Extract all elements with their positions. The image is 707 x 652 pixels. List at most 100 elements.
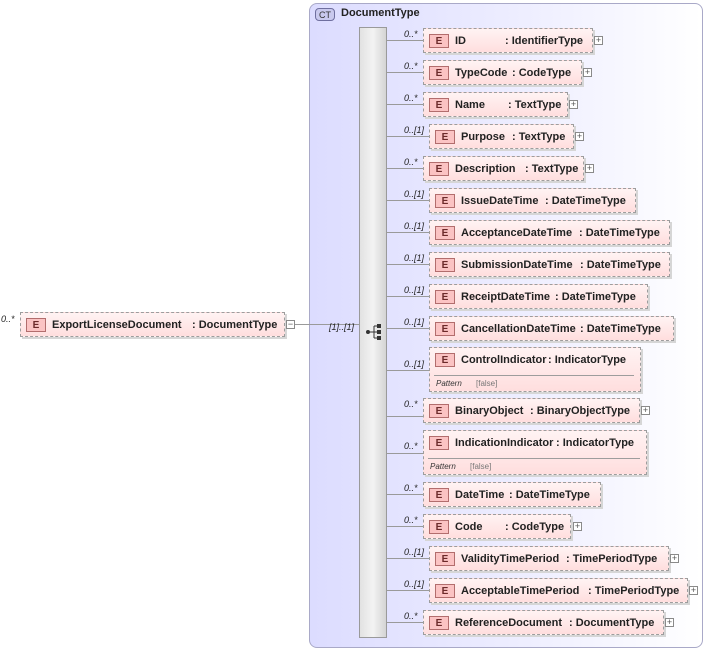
element-receiptdatetime[interactable]: E ReceiptDateTime : DateTimeType [429,284,648,309]
sequence-compositor-icon [366,324,381,340]
plus-icon[interactable]: + [689,585,698,595]
element-acceptabletimeperiod[interactable]: E AcceptableTimePeriod : TimePeriodType [429,578,688,603]
element-name: AcceptanceDateTime [461,227,573,239]
element-type: : TimePeriodType [588,585,680,597]
plus-icon[interactable]: + [583,67,592,77]
element-referencedocument[interactable]: E ReferenceDocument : DocumentType [423,610,664,635]
element-cardinality: 0..[1] [404,253,425,263]
plus-icon[interactable]: + [569,99,578,109]
element-badge: E [429,616,449,630]
child-connector [387,168,425,169]
facet-label: Pattern [430,462,456,471]
plus-icon[interactable]: + [573,521,582,531]
facet-separator [428,458,640,459]
element-name: AcceptableTimePeriod [461,585,580,597]
element-cardinality: 0..[1] [404,285,425,295]
element-name: Code [455,521,483,533]
element-indicationindicator[interactable]: E IndicationIndicator : IndicatorType Pa… [423,430,647,475]
element-controlindicator[interactable]: E ControlIndicator : IndicatorType Patte… [429,347,641,392]
element-type: : DateTimeType [580,323,661,335]
element-badge: E [429,162,449,176]
element-name: Name [455,99,485,111]
element-cardinality: 0..[1] [404,579,425,589]
element-type: : TextType [508,99,562,111]
child-connector [387,136,431,137]
minus-icon[interactable]: − [286,319,295,329]
child-connector [387,200,431,201]
child-connector [387,296,431,297]
element-cardinality: 0..* [404,515,418,525]
element-name-row[interactable]: E Name : TextType [423,92,568,117]
facet-value: [false] [470,462,492,471]
element-badge: E [429,520,449,534]
element-name: IndicationIndicator [455,437,554,449]
element-name: Description [455,163,516,175]
root-element[interactable]: E ExportLicenseDocument : DocumentType [20,312,285,337]
element-binaryobject[interactable]: E BinaryObject : BinaryObjectType [423,398,640,423]
element-purpose[interactable]: E Purpose : TextType [429,124,574,149]
element-type: : IndicatorType [556,437,635,449]
element-name: TypeCode [455,67,508,79]
element-badge: E [435,322,455,336]
element-typecode[interactable]: E TypeCode : CodeType [423,60,582,85]
element-name: IssueDateTime [461,195,539,207]
child-connector [387,328,431,329]
element-name: ReceiptDateTime [461,291,551,303]
element-type: : DateTimeType [555,291,636,303]
child-connector [387,622,425,623]
element-badge: E [429,404,449,418]
child-connector [387,370,431,371]
child-connector [387,558,431,559]
element-name: DateTime [455,489,505,501]
element-badge: E [429,66,449,80]
child-connector [387,232,431,233]
element-name: ValidityTimePeriod [461,553,560,565]
element-badge: E [435,226,455,240]
element-cardinality: 0..* [404,157,418,167]
facet-label: Pattern [436,379,462,388]
element-cardinality: 0..* [404,29,418,39]
element-type: : DateTimeType [579,227,660,239]
element-type: : IndicatorType [548,354,627,366]
element-cardinality: 0..[1] [404,125,425,135]
element-cardinality: 0..* [404,483,418,493]
element-type: : DocumentType [569,617,655,629]
complex-type-title: DocumentType [341,7,420,19]
element-validitytimeperiod[interactable]: E ValidityTimePeriod : TimePeriodType [429,546,669,571]
element-type: : DateTimeType [545,195,626,207]
child-connector [387,453,425,454]
plus-icon[interactable]: + [670,553,679,563]
child-connector [387,72,425,73]
plus-icon[interactable]: + [594,35,603,45]
element-name: Purpose [461,131,506,143]
element-type: : CodeType [512,67,572,79]
plus-icon[interactable]: + [641,405,650,415]
element-description[interactable]: E Description : TextType [423,156,584,181]
element-acceptancedatetime[interactable]: E AcceptanceDateTime : DateTimeType [429,220,670,245]
element-id[interactable]: E ID : IdentifierType [423,28,593,53]
element-code[interactable]: E Code : CodeType [423,514,571,539]
child-connector [387,40,425,41]
child-connector [387,264,431,265]
plus-icon[interactable]: + [585,163,594,173]
element-name: ExportLicenseDocument [52,319,182,331]
element-type: : TimePeriodType [566,553,658,565]
plus-icon[interactable]: + [575,131,584,141]
element-submissiondatetime[interactable]: E SubmissionDateTime : DateTimeType [429,252,670,277]
element-cardinality: 0..* [404,61,418,71]
element-badge: E [429,488,449,502]
child-connector [387,104,425,105]
element-issuedatetime[interactable]: E IssueDateTime : DateTimeType [429,188,636,213]
plus-icon[interactable]: + [665,617,674,627]
element-cardinality: 0..[1] [404,547,425,557]
element-datetime[interactable]: E DateTime : DateTimeType [423,482,601,507]
element-cancellationdatetime[interactable]: E CancellationDateTime : DateTimeType [429,316,674,341]
element-badge: E [429,34,449,48]
element-cardinality: 0..* [404,441,418,451]
element-badge: E [429,98,449,112]
element-badge: E [435,353,455,367]
element-badge: E [26,318,46,332]
element-badge: E [435,130,455,144]
element-name: ReferenceDocument [455,617,562,629]
sequence-cardinality: [1]..[1] [329,322,355,332]
